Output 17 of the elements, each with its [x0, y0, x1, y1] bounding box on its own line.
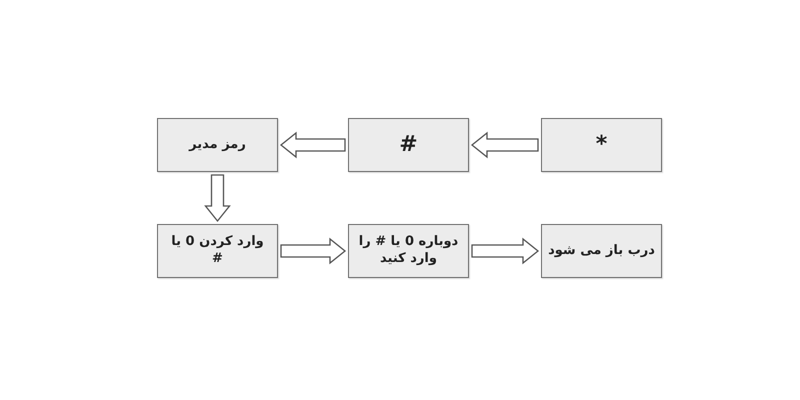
hollow-arrow	[470, 132, 539, 158]
box-label: دوباره 0 یا # را وارد کنید	[358, 234, 460, 268]
process-box	[541, 118, 662, 172]
hollow-arrow	[280, 132, 346, 158]
process-box	[348, 118, 469, 172]
box-label: وارد کردن 0 یا #	[170, 234, 265, 268]
hollow-arrow	[471, 238, 540, 264]
box-label: #	[398, 130, 419, 159]
box-label: *	[594, 130, 608, 159]
process-box	[157, 224, 278, 278]
process-box	[157, 118, 278, 172]
box-label: رمز مدیر	[188, 136, 247, 154]
hollow-arrow	[280, 238, 346, 264]
process-box	[541, 224, 662, 278]
process-box	[348, 224, 469, 278]
hollow-arrow	[204, 174, 231, 222]
box-label: درب باز می شود	[547, 242, 656, 260]
